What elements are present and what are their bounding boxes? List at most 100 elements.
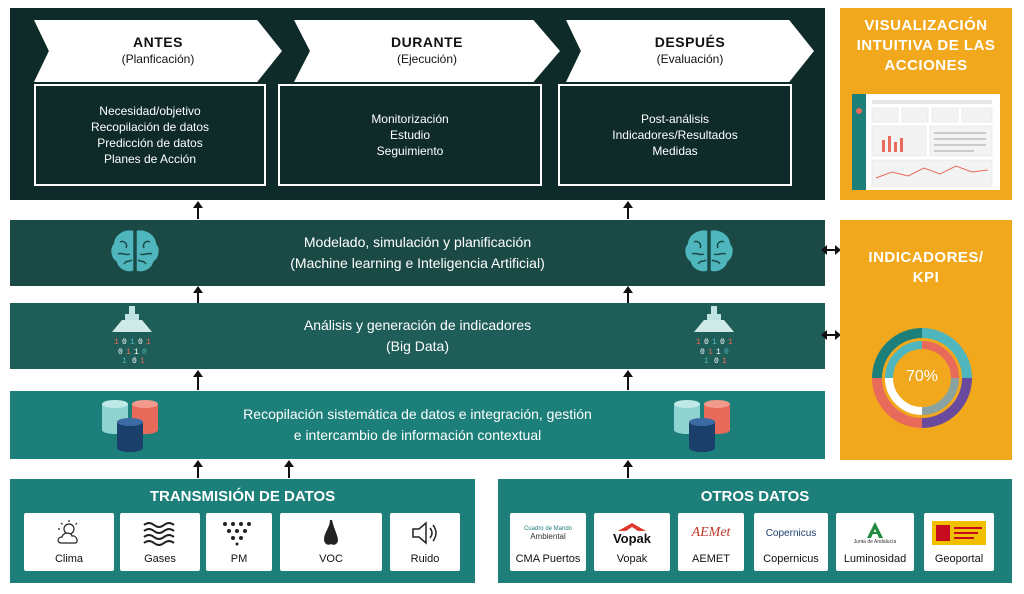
stage-subtitle: (Ejecución) (396, 52, 458, 66)
cma-logo: Cuadro de Mando Ambiental (510, 518, 586, 548)
svg-text:0: 0 (132, 357, 137, 364)
visualizacion-panel: VISUALIZACIÓN INTUITIVA DE LAS ACCIONES (840, 8, 1012, 200)
copernicus-logo: Copernicus (754, 518, 828, 548)
stage-item: Seguimiento (376, 144, 444, 158)
transmision-panel: TRANSMISIÓN DE DATOS Clima Gases PM VOC … (10, 479, 475, 583)
data-card-label: Luminosidad (843, 553, 907, 565)
data-card-label: Copernicus (763, 553, 819, 565)
arrow-up-icon (623, 370, 633, 390)
svg-text:1: 1 (134, 348, 139, 357)
layer-subtitle: e intercambio de información contextual (293, 427, 542, 443)
svg-text:1: 1 (712, 338, 717, 347)
data-card-label: PM (230, 553, 248, 565)
kpi-donut-chart (872, 328, 972, 428)
layer-title: Modelado, simulación y planificación (303, 234, 532, 250)
panel-title-line: INTUITIVA DE LAS (856, 37, 996, 54)
junta-a-icon (867, 522, 883, 538)
waves-icon (143, 522, 175, 546)
data-card-gases: Gases (120, 513, 200, 571)
svg-text:1: 1 (146, 338, 151, 347)
data-card-aemet: AEMet AEMET (678, 513, 744, 571)
logo-text: Cuadro de Mando (523, 526, 573, 532)
brain-icon (109, 228, 161, 273)
svg-text:1: 1 (140, 357, 145, 364)
otros-panel: OTROS DATOS Cuadro de Mando Ambiental CM… (498, 479, 1012, 583)
svg-text:1: 1 (122, 357, 127, 364)
svg-text:1: 1 (130, 338, 135, 347)
svg-text:0: 0 (118, 348, 123, 357)
logo-text: Copernicus (765, 527, 817, 539)
svg-text:1: 1 (722, 357, 727, 364)
stage-subtitle: (Evaluación) (656, 52, 724, 66)
layer-analisis: Análisis y generación de indicadores (Bi… (10, 303, 825, 369)
stage-item: Recopilación de datos (90, 120, 210, 134)
data-card-label: VOC (319, 553, 343, 565)
svg-text:0: 0 (138, 338, 143, 347)
svg-text:1: 1 (126, 348, 131, 357)
spain-coat-of-arms-icon (932, 521, 986, 545)
database-icon (102, 400, 158, 452)
vopak-swoosh-icon (618, 522, 646, 531)
weather-icon (57, 520, 78, 544)
data-card-ruido: Ruido (390, 513, 460, 571)
arrow-up-icon (193, 286, 203, 303)
database-icon (674, 400, 730, 452)
svg-text:1: 1 (716, 348, 721, 357)
data-card-copernicus: Copernicus Copernicus (754, 513, 828, 571)
svg-text:0: 0 (724, 348, 729, 357)
logo-text: Vopak (612, 530, 652, 546)
kpi-value: 70% (905, 368, 939, 385)
svg-text:0: 0 (142, 348, 147, 357)
data-card-label: Vopak (616, 553, 648, 565)
stage-item: Medidas (652, 144, 698, 158)
panel-title: OTROS DATOS (700, 488, 810, 505)
svg-text:0: 0 (704, 338, 709, 347)
data-card-cma-puertos: Cuadro de Mando Ambiental CMA Puertos (510, 513, 586, 571)
data-card-vopak: Vopak Vopak (594, 513, 670, 571)
layer-subtitle: (Machine learning e Inteligencia Artific… (290, 255, 545, 271)
data-card-label: Gases (144, 553, 176, 565)
stage-item: Planes de Acción (103, 152, 197, 166)
stage-chevron-antes: ANTES (Planficación) (34, 20, 282, 82)
vopak-logo: Vopak (594, 518, 670, 548)
stage-box-durante: Monitorización Estudio Seguimiento (278, 84, 542, 186)
stage-title: DURANTE (391, 34, 463, 50)
svg-text:0: 0 (122, 338, 127, 347)
panel-title-line: ACCIONES (884, 57, 968, 74)
aemet-logo: AEMet (678, 518, 744, 548)
svg-text:1: 1 (114, 338, 119, 347)
stage-subtitle: (Planficación) (121, 52, 195, 66)
stage-item: Post-análisis (640, 112, 710, 126)
stage-chevron-despues: DESPUÉS (Evaluación) (566, 20, 814, 82)
stage-title: ANTES (133, 34, 183, 50)
double-arrow-icon (821, 245, 841, 255)
svg-text:1: 1 (708, 348, 713, 357)
stage-item: Indicadores/Resultados (612, 128, 738, 142)
logo-text: Ambiental (530, 532, 566, 541)
particles-icon (223, 522, 251, 546)
stage-item: Estudio (389, 128, 431, 142)
panel-title-line: KPI (912, 269, 940, 286)
data-card-label: CMA Puertos (515, 553, 581, 565)
arrow-up-icon (623, 460, 633, 478)
data-card-label: Ruido (410, 553, 440, 565)
double-arrow-icon (821, 330, 841, 340)
arrow-up-icon (193, 201, 203, 219)
arrow-up-icon (284, 460, 294, 478)
dashboard-screenshot-icon (852, 94, 1000, 190)
svg-text:1: 1 (728, 338, 733, 347)
panel-title-line: INDICADORES/ (868, 249, 984, 266)
stage-item: Monitorización (371, 112, 449, 126)
layer-subtitle: (Big Data) (385, 338, 450, 354)
panel-title: TRANSMISIÓN DE DATOS (149, 488, 336, 505)
kpi-panel: INDICADORES/ KPI 70% (840, 220, 1012, 460)
data-card-clima: Clima (24, 513, 114, 571)
stage-title: DESPUÉS (654, 34, 726, 50)
gobierno-espana-logo (924, 518, 994, 548)
stage-item: Predicción de datos (97, 136, 203, 150)
stage-box-despues: Post-análisis Indicadores/Resultados Med… (558, 84, 792, 186)
logo-text: AEMet (691, 525, 731, 540)
svg-text:1: 1 (704, 357, 709, 364)
layer-title: Análisis y generación de indicadores (303, 317, 532, 333)
